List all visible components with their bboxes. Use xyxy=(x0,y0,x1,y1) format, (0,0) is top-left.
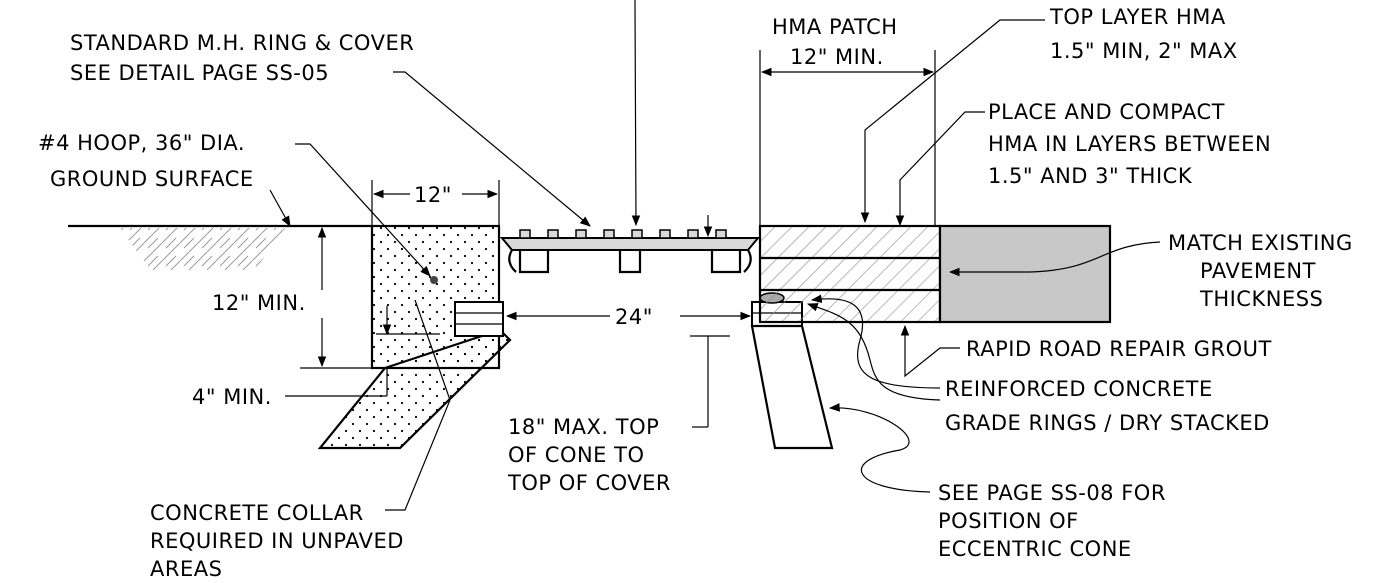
label-match-2: PAVEMENT xyxy=(1200,259,1316,283)
label-match-3: THICKNESS xyxy=(1199,287,1323,311)
label-collar-3: AREAS xyxy=(150,557,222,581)
label-max-18-1: 18" MAX. TOP xyxy=(508,415,659,439)
label-dim-24: 24" xyxy=(615,305,653,329)
label-dim-12: 12" xyxy=(414,183,452,207)
dimension-hma-12 xyxy=(759,50,936,226)
label-collar-2: REQUIRED IN UNPAVED xyxy=(150,529,404,553)
cover-ribs xyxy=(519,229,727,239)
dimension-18-max xyxy=(690,215,730,428)
label-ring-cover-2: SEE DETAIL PAGE SS-05 xyxy=(70,61,329,85)
label-ring-cover-1: STANDARD M.H. RING & COVER xyxy=(70,31,414,55)
label-grout: RAPID ROAD REPAIR GROUT xyxy=(966,337,1272,361)
label-dim-4-min: 4" MIN. xyxy=(192,385,272,409)
label-top-layer-1: TOP LAYER HMA xyxy=(1049,5,1226,29)
label-see-ss08-2: POSITION OF xyxy=(938,509,1079,533)
label-top-layer-2: 1.5" MIN, 2" MAX xyxy=(1050,39,1238,63)
earth-hatch xyxy=(120,228,285,270)
label-see-ss08-3: ECCENTRIC CONE xyxy=(938,537,1132,561)
dimension-4-min xyxy=(285,306,440,397)
label-see-ss08-1: SEE PAGE SS-08 FOR xyxy=(938,481,1166,505)
label-max-18-2: OF CONE TO xyxy=(508,443,645,467)
hoop-rebar xyxy=(430,276,438,284)
dimension-12-min xyxy=(300,226,372,369)
right-cone xyxy=(750,324,834,450)
label-collar-1: CONCRETE COLLAR xyxy=(150,501,364,525)
leader-lines xyxy=(269,0,1161,511)
hma-patch xyxy=(758,224,942,324)
label-reinforced-1: REINFORCED CONCRETE xyxy=(945,377,1213,401)
label-place-compact-1: PLACE AND COMPACT xyxy=(988,100,1225,124)
label-place-compact-3: 1.5" AND 3" THICK xyxy=(988,164,1193,188)
label-hma-patch-min: 12" MIN. xyxy=(790,45,884,69)
label-dim-12-min: 12" MIN. xyxy=(212,291,306,315)
dimension-12-collar xyxy=(371,180,500,226)
label-place-compact-2: HMA IN LAYERS BETWEEN xyxy=(988,132,1271,156)
label-reinforced-2: GRADE RINGS / DRY STACKED xyxy=(945,411,1270,435)
existing-pavement xyxy=(938,224,1112,324)
label-ground-surface: GROUND SURFACE xyxy=(50,167,254,191)
label-hoop: #4 HOOP, 36" DIA. xyxy=(38,131,245,155)
label-match-1: MATCH EXISTING xyxy=(1168,231,1353,255)
left-grade-rings xyxy=(454,301,504,337)
cover-frame-legs xyxy=(518,250,742,274)
manhole-cover xyxy=(499,237,761,251)
label-max-18-3: TOP OF COVER xyxy=(507,471,671,495)
label-hma-patch: HMA PATCH xyxy=(772,15,898,39)
